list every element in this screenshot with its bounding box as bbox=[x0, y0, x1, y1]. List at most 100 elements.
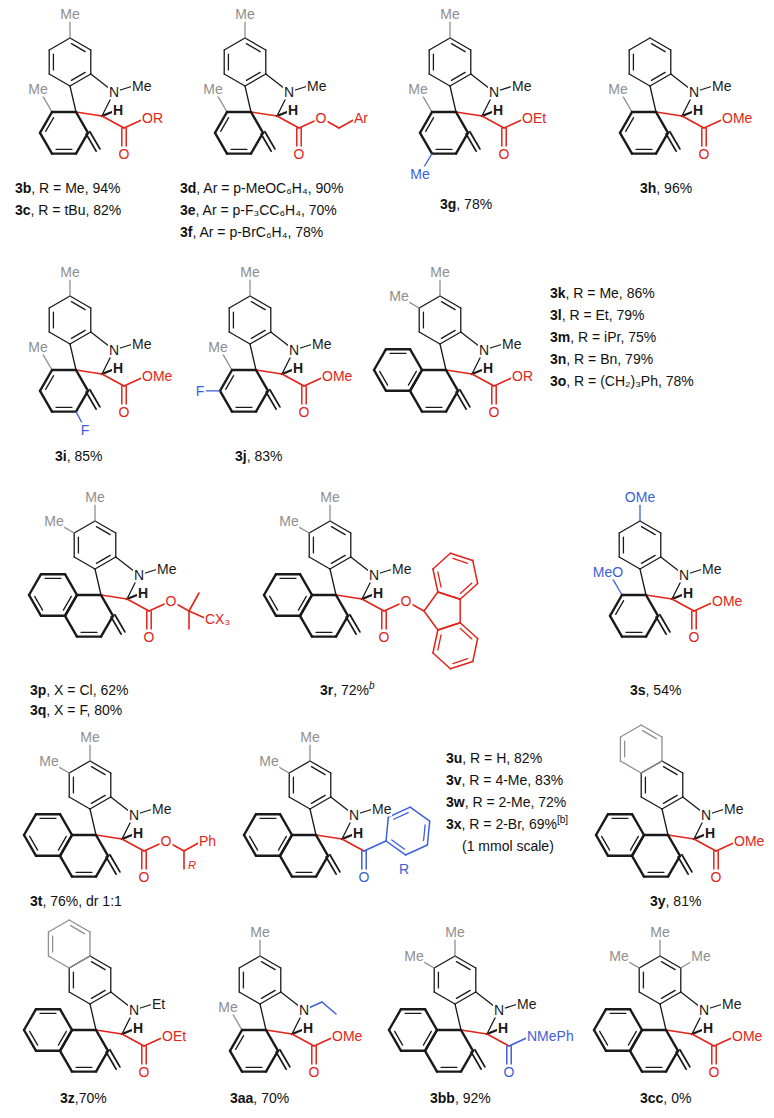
atom-label: N bbox=[348, 808, 360, 823]
bond-line bbox=[644, 834, 668, 836]
atom-label: MeO bbox=[592, 565, 624, 580]
bond-line bbox=[260, 1004, 266, 1030]
atom-label: F bbox=[195, 383, 206, 398]
bond-line bbox=[313, 537, 314, 553]
bond-line bbox=[694, 839, 716, 851]
atom-label: Me bbox=[151, 802, 172, 817]
bond-line bbox=[446, 370, 458, 391]
bond-line bbox=[58, 1031, 66, 1045]
bond-line bbox=[76, 412, 82, 423]
bond-line bbox=[682, 112, 692, 116]
bond-line bbox=[406, 845, 428, 855]
bond-line bbox=[89, 745, 90, 761]
caption-line: 3k, R = Me, 86% bbox=[550, 285, 655, 302]
atom-label: OR bbox=[141, 111, 164, 126]
bond-line bbox=[127, 595, 137, 599]
atom-label: O bbox=[118, 405, 131, 420]
bond-line bbox=[277, 112, 287, 116]
bond-line bbox=[69, 956, 90, 968]
bond-line bbox=[96, 1030, 108, 1051]
bond-line bbox=[434, 992, 455, 1004]
bond-line bbox=[680, 968, 681, 992]
caption-text: , X = F, 80% bbox=[46, 702, 122, 718]
bond-line bbox=[438, 623, 460, 630]
bond-line bbox=[608, 813, 632, 815]
bond-line bbox=[438, 572, 441, 587]
bond-line bbox=[312, 635, 336, 637]
bond-line bbox=[632, 152, 656, 154]
caption-text: ,70% bbox=[75, 1090, 107, 1106]
bond-line bbox=[659, 940, 660, 956]
bond-line bbox=[446, 391, 458, 412]
bond-line bbox=[243, 972, 244, 988]
bond-line bbox=[456, 392, 466, 409]
caption-text: , 76%, dr 1:1 bbox=[42, 893, 121, 909]
bond-line bbox=[460, 308, 461, 332]
bond-line bbox=[239, 992, 260, 1004]
compound-number: 3n bbox=[550, 351, 566, 367]
bond-line bbox=[48, 932, 49, 956]
bond-line bbox=[251, 302, 265, 310]
bond-line bbox=[69, 280, 70, 296]
atom-label: OEt bbox=[521, 111, 547, 126]
bond-line bbox=[419, 308, 420, 332]
bond-line bbox=[408, 371, 416, 385]
bond-line bbox=[292, 1030, 302, 1034]
caption-line: 3r, 72%b bbox=[320, 682, 375, 700]
caption-text: , Ar = p-MeOC₆H₄, 90% bbox=[196, 180, 343, 196]
bond-line bbox=[439, 280, 440, 296]
bond-line bbox=[441, 302, 455, 310]
bond-line bbox=[633, 54, 634, 70]
bond-line bbox=[276, 615, 300, 617]
bond-line bbox=[40, 133, 52, 154]
caption-line: 3bb, 92% bbox=[430, 1090, 491, 1107]
bond-line bbox=[24, 814, 36, 835]
bond-line bbox=[40, 818, 56, 819]
caption-text: , 70% bbox=[253, 1090, 289, 1106]
bond-line bbox=[77, 594, 101, 596]
bond-line bbox=[251, 112, 263, 133]
atom-label: N bbox=[288, 343, 300, 358]
caption-text: , X = Cl, 62% bbox=[46, 682, 128, 698]
atom-label: OMe bbox=[331, 1029, 363, 1044]
bond-line bbox=[600, 1031, 608, 1045]
bond-line bbox=[63, 596, 71, 610]
bond-line bbox=[69, 22, 70, 38]
bond-line bbox=[423, 96, 432, 112]
bond-line bbox=[242, 1029, 266, 1031]
compound-number: 3x bbox=[446, 816, 462, 832]
atom-label: CX₃ bbox=[204, 612, 231, 627]
bond-line bbox=[52, 936, 53, 952]
atom-label: Me bbox=[79, 730, 100, 745]
bond-line bbox=[610, 1013, 626, 1014]
bond-line bbox=[666, 1030, 678, 1051]
atom-label: Me bbox=[59, 265, 80, 280]
bond-line bbox=[425, 1051, 437, 1072]
bond-line bbox=[666, 1051, 678, 1072]
caption-line: 3g, 78% bbox=[440, 196, 492, 213]
compound-number: 3p bbox=[30, 682, 46, 698]
compound-number: 3w bbox=[446, 794, 465, 810]
bond-line bbox=[65, 616, 77, 637]
atom-label: O bbox=[293, 147, 306, 162]
bond-line bbox=[309, 521, 330, 533]
bond-line bbox=[656, 112, 668, 133]
bond-line bbox=[606, 1008, 630, 1010]
bond-line bbox=[46, 376, 54, 390]
bond-line bbox=[632, 111, 656, 113]
atom-label: F bbox=[80, 423, 91, 438]
caption-text: , 85% bbox=[67, 448, 103, 464]
bond-line bbox=[487, 1034, 509, 1046]
atom-label: H bbox=[702, 1021, 714, 1036]
bond-line bbox=[612, 818, 628, 819]
bond-line bbox=[69, 797, 90, 809]
bond-line bbox=[410, 391, 422, 412]
bond-line bbox=[282, 374, 304, 386]
bond-line bbox=[244, 814, 256, 835]
bond-line bbox=[336, 595, 362, 599]
atom-label: Me bbox=[701, 562, 722, 577]
bond-line bbox=[453, 558, 468, 563]
atom-label: Me bbox=[207, 340, 228, 355]
bond-line bbox=[91, 795, 105, 803]
bond-line bbox=[651, 72, 665, 80]
